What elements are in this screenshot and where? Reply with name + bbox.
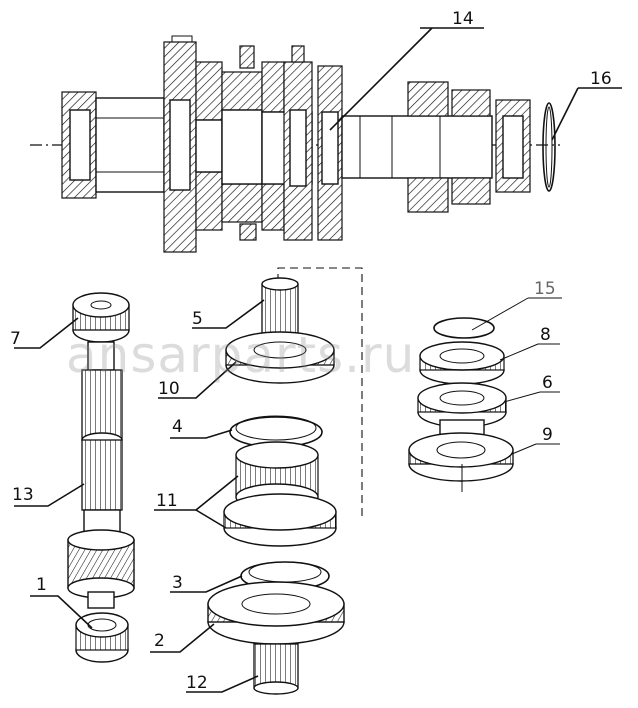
callout-5: 5 [192,309,203,329]
callout-1: 1 [36,575,47,595]
callout-14: 14 [452,9,474,29]
leader-lines [14,27,622,693]
callout-8: 8 [540,325,551,345]
callout-4: 4 [172,417,183,437]
right-ring-stack [408,317,514,492]
callout-labels: 14 16 7 5 15 8 6 10 4 9 13 11 3 1 2 12 [10,9,612,693]
shaft-assembly-section [30,35,560,253]
callout-9: 9 [542,425,553,445]
callout-10: 10 [158,379,180,399]
callout-3: 3 [172,573,183,593]
callout-11: 11 [156,491,178,511]
watermark-text: ansarparts.ru [66,326,415,384]
callout-13: 13 [12,485,34,505]
callout-12: 12 [186,673,208,693]
part-7-gear [72,292,130,343]
part-13-shaft [67,341,135,609]
callout-16: 16 [590,69,612,89]
center-gear-stack [207,267,363,695]
callout-15: 15 [534,279,556,299]
part-1-bearing [75,612,129,663]
callout-6: 6 [542,373,553,393]
callout-7: 7 [10,329,21,349]
callout-2: 2 [154,631,165,651]
